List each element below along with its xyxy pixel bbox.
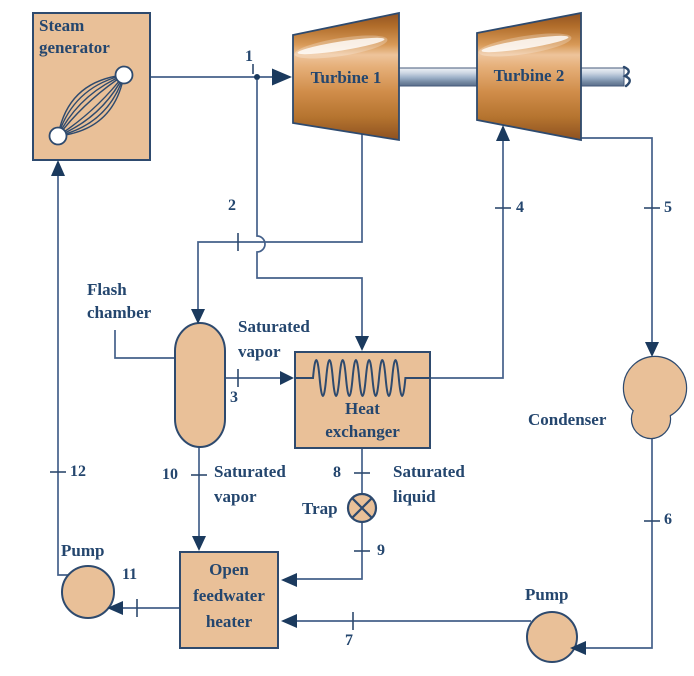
steam-generator-outlet-drum	[114, 65, 134, 85]
heat-exchanger-box	[294, 351, 431, 449]
pipe-line1-branch-to-heat-exchanger	[256, 80, 363, 338]
arrow-into-steam-generator	[51, 160, 65, 176]
pipe-condenser-to-pump-line6	[584, 437, 653, 649]
arrow-into-turbine1	[272, 68, 292, 86]
saturated-vapor-label-state10: Saturated vapor	[214, 462, 286, 506]
pipe-turbine2-exhaust-line5	[581, 137, 653, 345]
pipe-turbine1-exhaust-line2	[197, 134, 363, 311]
arrow-into-heater-line9	[281, 573, 297, 587]
arrow-into-heat-exchanger-top	[355, 336, 369, 351]
state-point-7: 7	[345, 632, 353, 649]
condenser-label: Condenser	[528, 410, 607, 429]
turbine2-shape	[476, 11, 582, 142]
condenser-shape	[622, 355, 688, 440]
arrow-into-condenser	[645, 342, 659, 357]
shaft-break-icon	[622, 65, 631, 88]
state-point-2: 2	[228, 197, 236, 214]
state-point-10: 10	[162, 466, 178, 483]
state-point-11: 11	[122, 566, 138, 583]
pipe-trap-to-heater-line9	[294, 521, 363, 580]
flash-chamber-label: Flash chamber	[87, 280, 152, 322]
turbine1-label: Turbine 1	[310, 68, 382, 87]
state-point-8: 8	[333, 464, 341, 481]
arrow-into-turbine2	[496, 125, 510, 141]
junction-dot-state1	[254, 74, 260, 80]
state-point-9: 9	[377, 542, 385, 559]
pipe-pump-to-generator-line12	[57, 172, 70, 576]
turbine1-shape	[292, 11, 400, 142]
state-point-6: 6	[664, 511, 672, 528]
open-feedwater-heater-box	[179, 551, 279, 649]
turbine-output-shaft	[577, 67, 625, 87]
pump-left-label: Pump	[61, 541, 105, 560]
state-point-4: 4	[516, 199, 524, 216]
state-point-12: 12	[70, 463, 86, 480]
open-feedwater-heater-label: Open feedwater heater	[193, 560, 265, 631]
trap-label: Trap	[302, 499, 338, 518]
turbine2-label: Turbine 2	[493, 66, 565, 85]
pump-right-circle	[526, 611, 578, 663]
heat-exchanger-label: Heat exchanger	[325, 399, 400, 441]
arrow-into-heater-line7	[281, 614, 297, 628]
flash-chamber-leader-line	[114, 330, 174, 359]
state-point-1: 1	[245, 48, 253, 65]
arrow-into-flash-chamber	[191, 309, 205, 324]
pump-right-label: Pump	[525, 585, 569, 604]
pipe-heat-exchanger-to-turbine2-line4	[430, 138, 504, 379]
state-point-3: 3	[230, 389, 238, 406]
pump-left-circle	[61, 565, 115, 619]
arrow-into-pump-right	[570, 641, 586, 655]
steam-generator-label: Steam generator	[39, 16, 110, 57]
steam-generator-inlet-drum	[48, 126, 68, 146]
trap-valve-icon	[346, 492, 378, 524]
arrow-into-pump-left	[107, 601, 123, 615]
turbine-shaft	[394, 67, 482, 87]
saturated-vapor-label-state3: Saturated vapor	[238, 317, 310, 361]
saturated-liquid-label-state8: Saturated liquid	[393, 462, 465, 506]
arrow-into-heat-exchanger-left	[280, 371, 294, 385]
state-point-5: 5	[664, 199, 672, 216]
heat-exchanger-coil-icon	[295, 359, 430, 397]
steam-generator-box	[32, 12, 151, 161]
arrow-into-heater-top	[192, 536, 206, 551]
flash-chamber-vessel	[174, 322, 226, 448]
